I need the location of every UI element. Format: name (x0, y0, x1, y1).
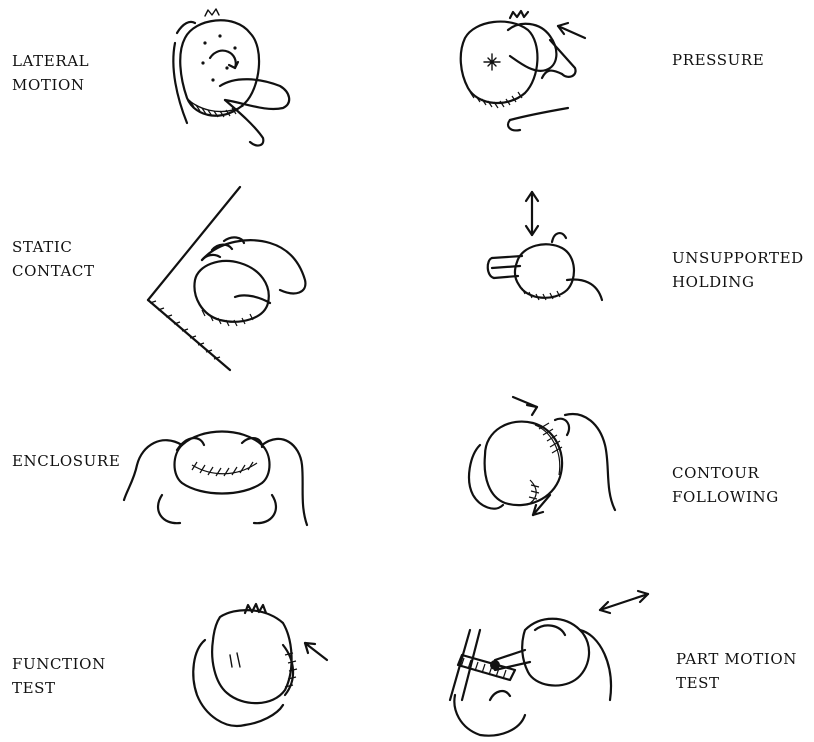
part-motion-test-illustration (440, 590, 660, 740)
label-line: TEST (12, 676, 106, 700)
contour-following-illustration (455, 395, 615, 525)
lateral-motion-illustration (165, 8, 300, 158)
label-contour-following: CONTOUR FOLLOWING (672, 461, 779, 509)
label-unsupported-holding: UNSUPPORTED HOLDING (672, 246, 804, 294)
label-line: MOTION (12, 73, 89, 97)
label-line: UNSUPPORTED (672, 246, 804, 270)
label-line: PRESSURE (672, 48, 764, 72)
label-line: FOLLOWING (672, 485, 779, 509)
pressure-illustration (450, 8, 610, 133)
unsupported-holding-illustration (482, 190, 607, 315)
label-line: CONTACT (12, 259, 95, 283)
label-pressure: PRESSURE (672, 48, 764, 72)
label-line: LATERAL (12, 49, 89, 73)
label-static-contact: STATIC CONTACT (12, 235, 95, 283)
label-part-motion-test: PART MOTION TEST (676, 647, 797, 695)
label-line: ENCLOSURE (12, 449, 120, 473)
label-function-test: FUNCTION TEST (12, 652, 106, 700)
label-lateral-motion: LATERAL MOTION (12, 49, 89, 97)
label-line: CONTOUR (672, 461, 779, 485)
function-test-illustration (185, 595, 335, 735)
label-enclosure: ENCLOSURE (12, 449, 120, 473)
label-line: TEST (676, 671, 797, 695)
label-line: PART MOTION (676, 647, 797, 671)
label-line: FUNCTION (12, 652, 106, 676)
label-line: HOLDING (672, 270, 804, 294)
enclosure-illustration (122, 405, 312, 545)
static-contact-illustration (140, 185, 315, 375)
label-line: STATIC (12, 235, 95, 259)
